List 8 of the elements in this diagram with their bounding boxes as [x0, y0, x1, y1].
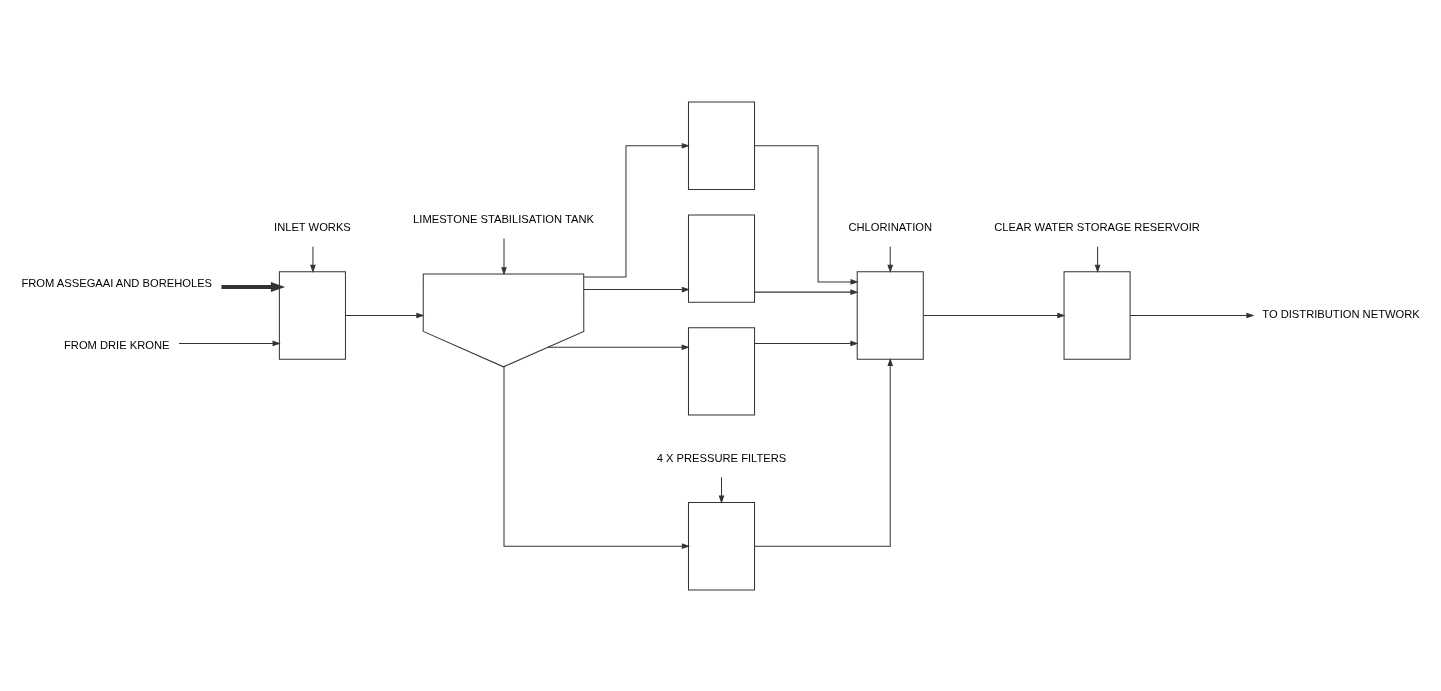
- node-text: INLET WORKS: [274, 220, 351, 233]
- node-text: CHLORINATION: [848, 220, 933, 233]
- node-text: FROM DRIE KRONE: [64, 338, 170, 351]
- node-text: 4 X PRESSURE FILTERS: [656, 451, 787, 464]
- node-text: CLEAR WATER STORAGE RESERVOIR: [994, 220, 1200, 233]
- node-text: LIMESTONE STABILISATION TANK: [413, 212, 594, 225]
- node-text: TO DISTRIBUTION NETWORK: [1262, 307, 1420, 320]
- node-text: FROM ASSEGAAI AND BOREHOLES: [21, 276, 213, 289]
